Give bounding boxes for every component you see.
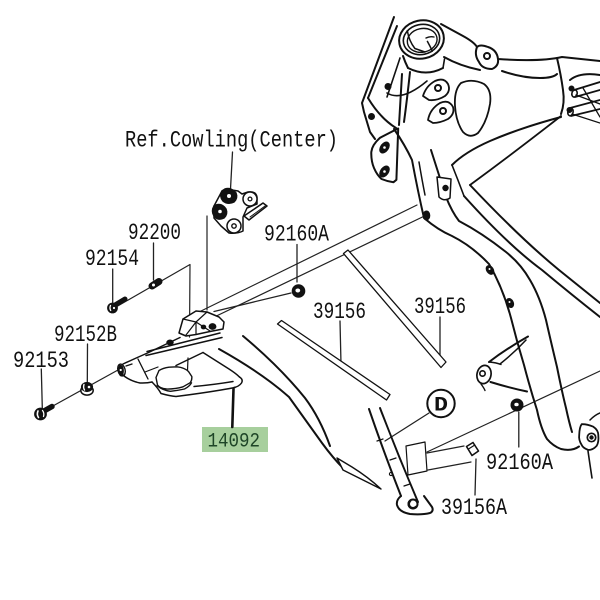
svg-text:92153: 92153 (13, 348, 69, 374)
svg-text:92160A: 92160A (486, 450, 553, 476)
svg-text:39156: 39156 (414, 294, 466, 320)
svg-text:92200: 92200 (128, 220, 181, 246)
svg-text:D: D (434, 395, 448, 418)
svg-text:92154: 92154 (85, 246, 139, 272)
svg-text:14092: 14092 (208, 431, 261, 454)
svg-text:92152B: 92152B (54, 322, 117, 348)
svg-text:92160A: 92160A (264, 222, 329, 248)
svg-text:39156A: 39156A (441, 495, 507, 521)
svg-text:39156: 39156 (313, 299, 366, 325)
svg-text:Ref.Cowling(Center): Ref.Cowling(Center) (125, 128, 338, 154)
